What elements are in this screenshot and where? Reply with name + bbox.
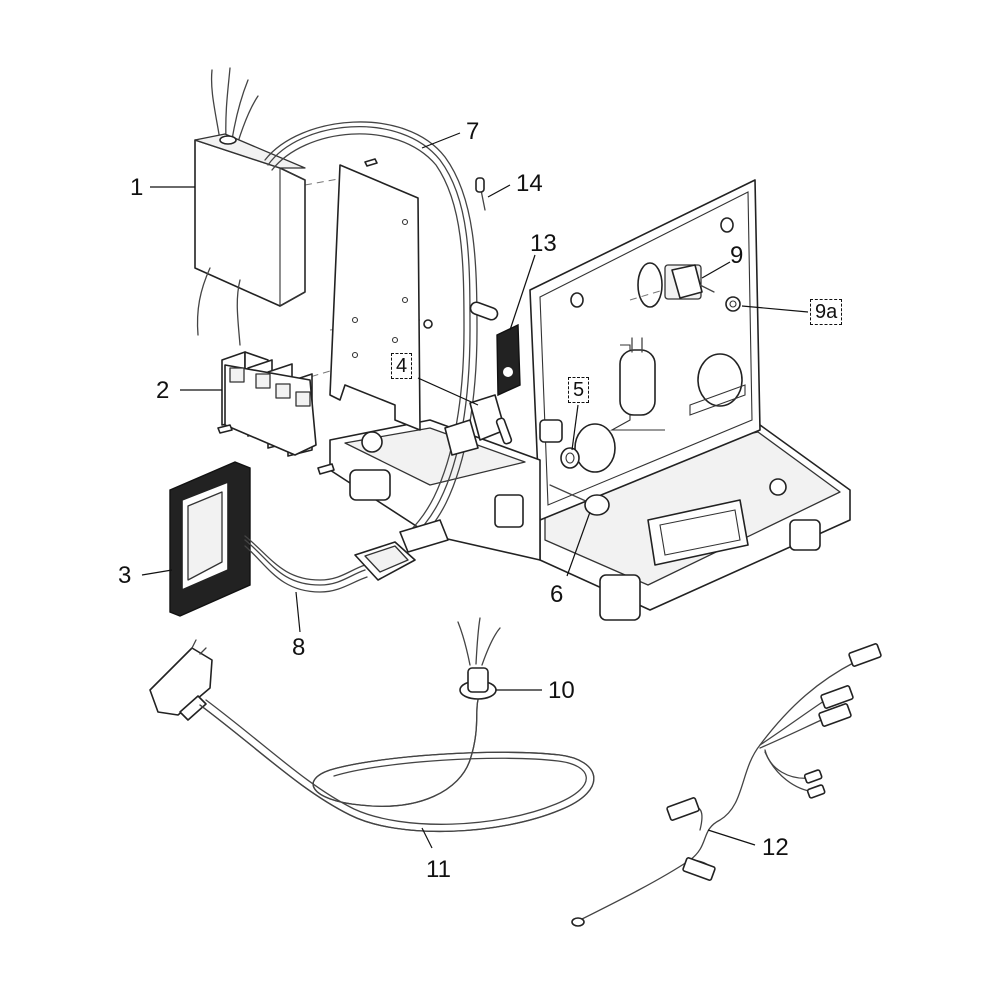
callout-7: 7 xyxy=(466,118,480,145)
callout-8: 8 xyxy=(292,634,306,661)
callout-6: 6 xyxy=(550,581,564,608)
callout-5: 5 xyxy=(568,377,590,403)
mounting-plate xyxy=(329,158,433,431)
callout-10: 10 xyxy=(548,677,575,704)
callout-9: 9 xyxy=(730,242,744,269)
display-cable-part-8 xyxy=(244,519,449,593)
switch-part-4 xyxy=(444,394,513,456)
callout-11: 11 xyxy=(426,856,451,883)
callout-2: 2 xyxy=(156,377,170,404)
callout-12: 12 xyxy=(762,834,789,861)
display-panel-part-3 xyxy=(169,461,251,617)
leader-lines xyxy=(141,132,809,849)
knob-part-6 xyxy=(549,484,610,516)
callout-9a: 9a xyxy=(810,299,843,325)
callout-14: 14 xyxy=(516,170,543,197)
callout-1: 1 xyxy=(130,174,144,201)
relay-block-part-2 xyxy=(217,351,335,475)
washer-part-9a xyxy=(725,296,741,312)
wiring-harness-part-12 xyxy=(571,643,882,927)
sensor-part-14 xyxy=(475,177,486,211)
capacitor xyxy=(609,337,665,431)
callout-4: 4 xyxy=(391,353,413,379)
callout-3: 3 xyxy=(118,562,132,589)
control-box-part-1 xyxy=(194,67,306,346)
grommet-part-5 xyxy=(539,419,580,469)
callout-13: 13 xyxy=(530,230,557,257)
power-cord-part-11 xyxy=(149,639,595,833)
strain-relief-part-10 xyxy=(457,617,501,700)
valve-part-9 xyxy=(664,264,715,300)
ribbon-cable-part-7 xyxy=(264,121,478,544)
